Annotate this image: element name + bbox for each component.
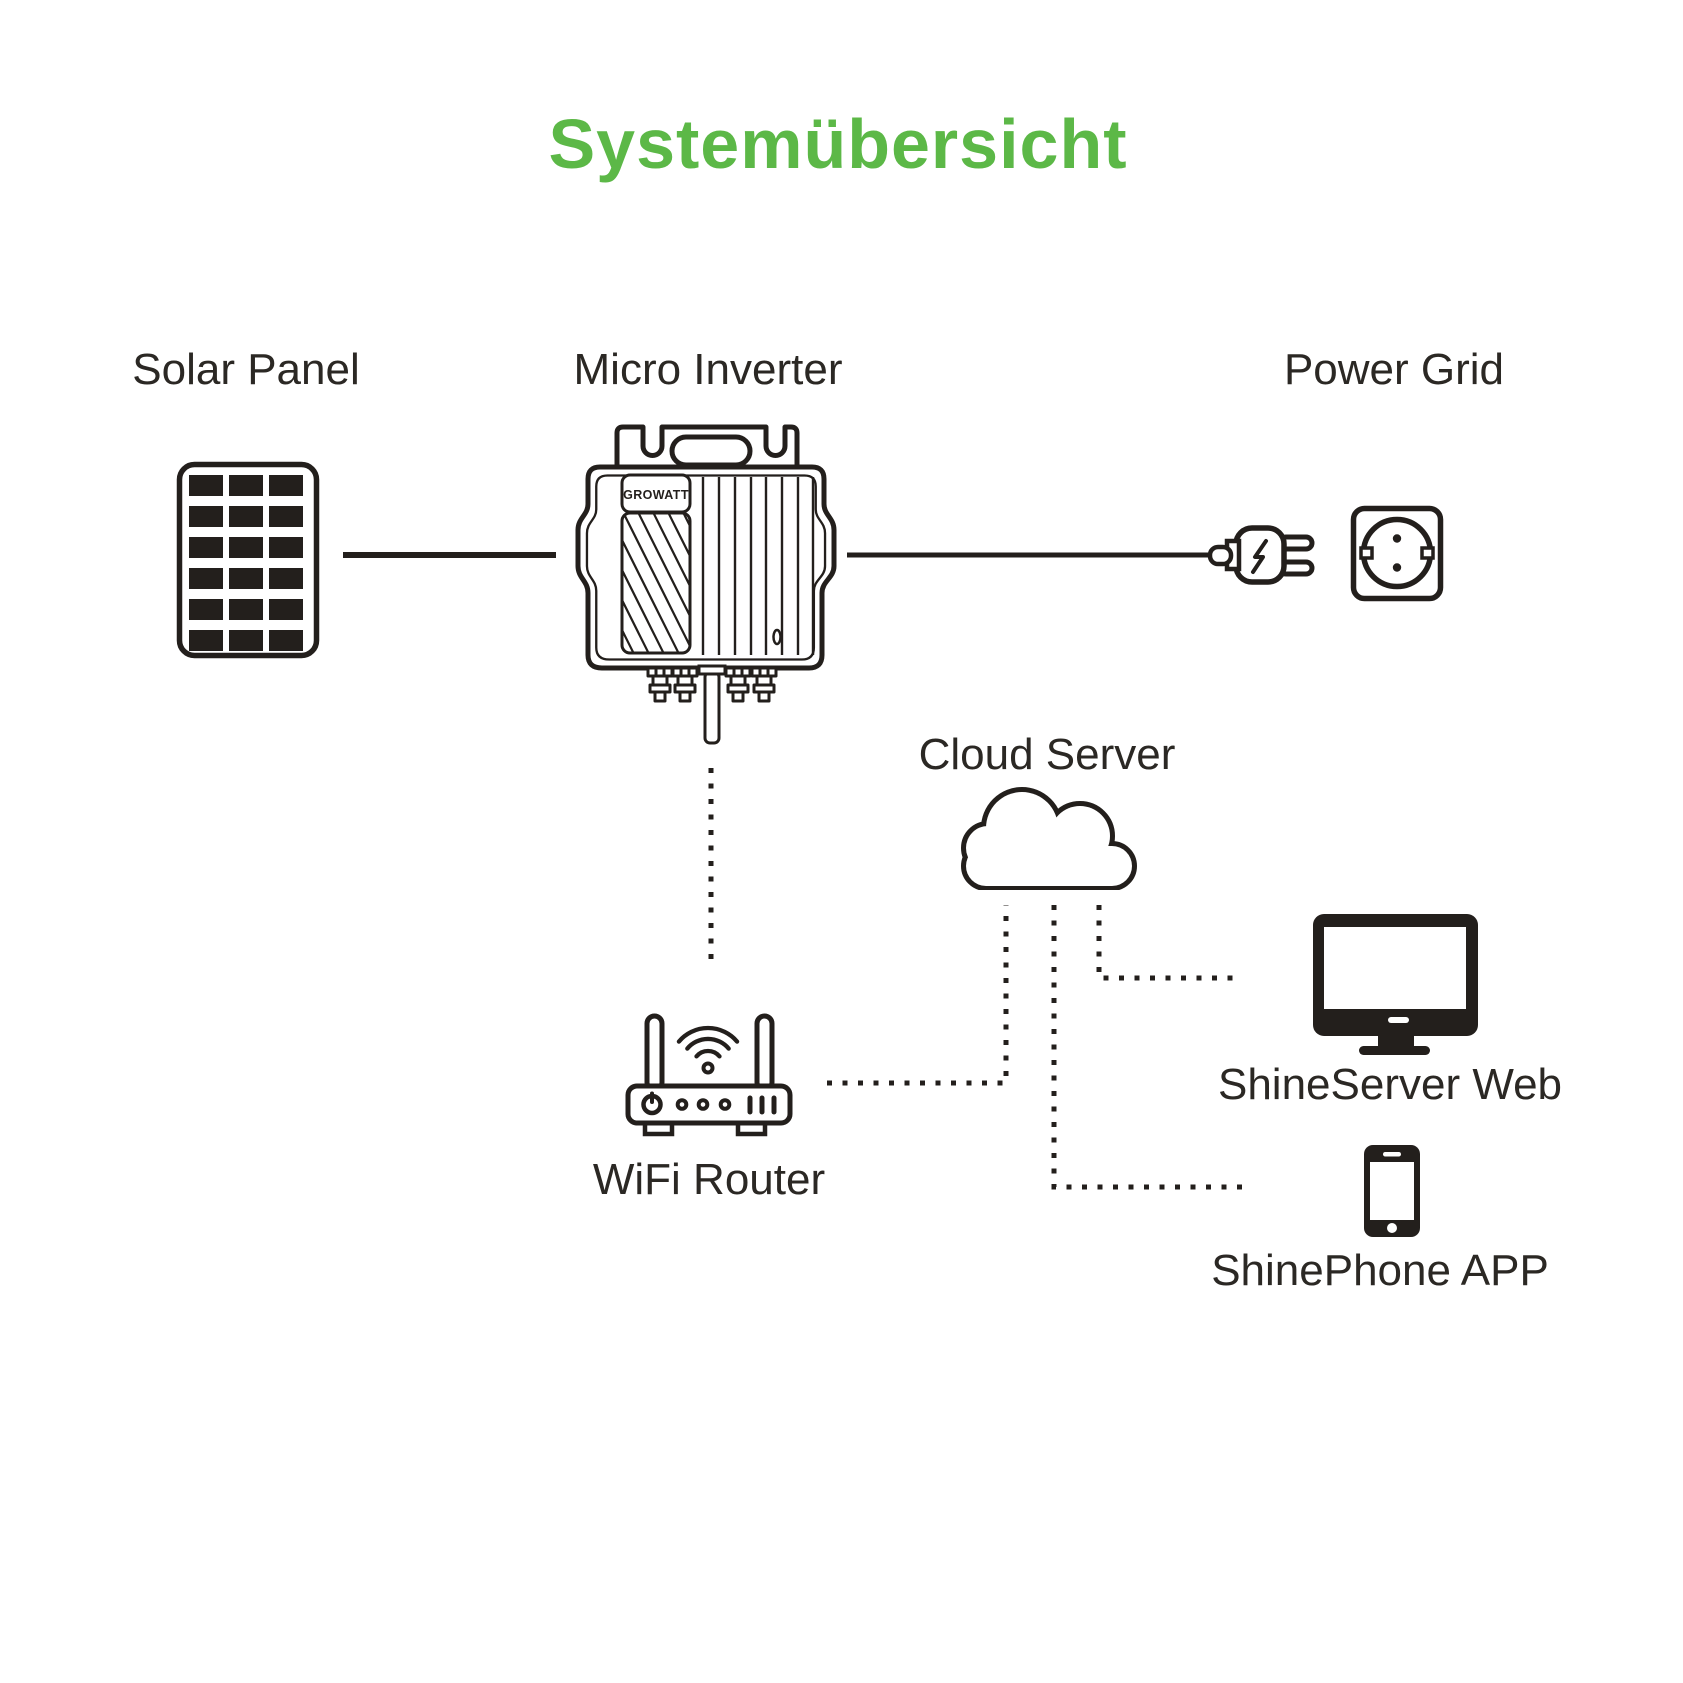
cloud-icon [961, 787, 1137, 890]
hatch-lines [622, 513, 690, 653]
monitor-stand-neck [1378, 1036, 1414, 1046]
router-power-button [641, 1091, 663, 1116]
router-ports [747, 1095, 777, 1115]
router-led-lights [675, 1098, 732, 1111]
shinephone-app-label: ShinePhone APP [1211, 1246, 1549, 1295]
router-antenna-right [754, 1013, 775, 1093]
monitor-screen [1324, 927, 1466, 1009]
socket-earth-clip-left [1359, 546, 1374, 560]
inverter-hatched-panel [620, 511, 692, 655]
micro-inverter-label: Micro Inverter [573, 345, 843, 394]
dotted-line-cloud-to-phone [1051, 905, 1244, 1190]
phone-icon [1364, 1145, 1420, 1237]
dotted-line-cloud-to-server [1096, 905, 1236, 981]
phone-screen [1370, 1162, 1414, 1220]
phone-speaker [1383, 1152, 1401, 1157]
lightning-bolt-icon [1251, 539, 1268, 574]
plug-cord-boot [1207, 544, 1234, 567]
socket-hole-bottom [1392, 563, 1402, 572]
inverter-zero-mark [772, 628, 782, 646]
inverter-body-inner-line [585, 474, 827, 661]
power-socket-icon [1350, 505, 1444, 602]
power-grid-label: Power Grid [1283, 345, 1505, 394]
monitor-stand-base [1359, 1046, 1430, 1055]
inverter-body [575, 464, 837, 671]
cloud-server-label: Cloud Server [918, 730, 1176, 779]
router-antenna-left [644, 1013, 665, 1093]
power-plug-icon [1207, 525, 1315, 585]
wifi-router-icon [625, 1013, 793, 1137]
inverter-ac-cable [697, 664, 727, 745]
inverter-fins [701, 477, 815, 655]
phone-home-button [1387, 1223, 1397, 1233]
shineserver-web-label: ShineServer Web [1217, 1060, 1563, 1109]
monitor-icon [1313, 914, 1478, 1055]
solar-panel-icon [176, 461, 320, 659]
page-title: Systemübersicht [548, 105, 1128, 183]
dotted-line-router-to-cloud [827, 905, 1009, 1086]
wifi-router-label: WiFi Router [592, 1155, 826, 1204]
inverter-dc-connectors [646, 666, 778, 703]
solar-panel-label: Solar Panel [132, 345, 360, 394]
growatt-logo-text: GROWATT [623, 488, 689, 502]
wifi-signal-icon [676, 1025, 740, 1075]
socket-earth-clip-right [1420, 546, 1435, 560]
socket-hole-top [1392, 534, 1402, 543]
solar-cells [189, 475, 303, 651]
inverter-handle-slot [669, 434, 753, 468]
monitor-logo-slot [1388, 1017, 1409, 1023]
micro-inverter-icon: GROWATT [575, 424, 837, 745]
